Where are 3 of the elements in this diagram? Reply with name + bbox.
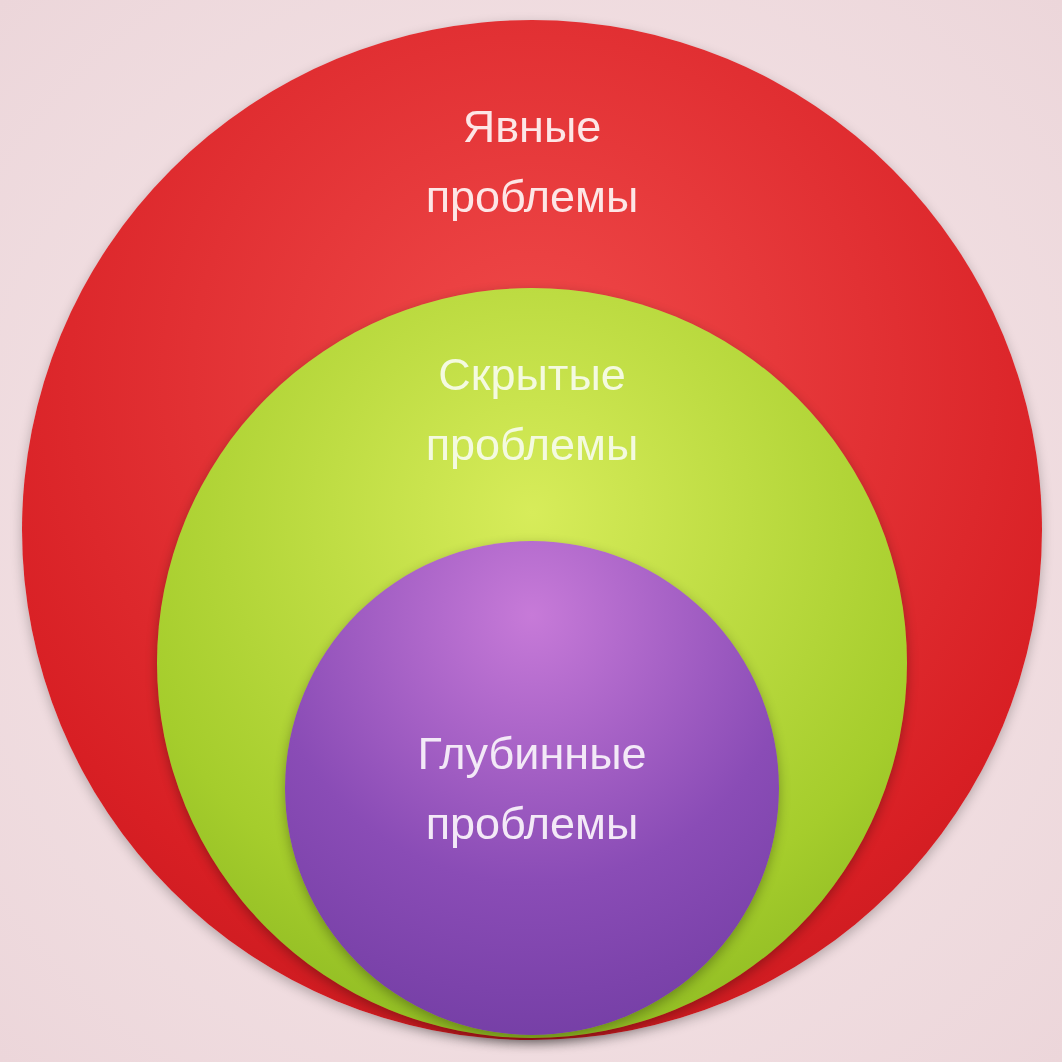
circle-label: Скрытые проблемы	[424, 348, 640, 472]
circle-label: Глубинные проблемы	[416, 727, 648, 851]
circle-label: Явные проблемы	[424, 100, 640, 224]
